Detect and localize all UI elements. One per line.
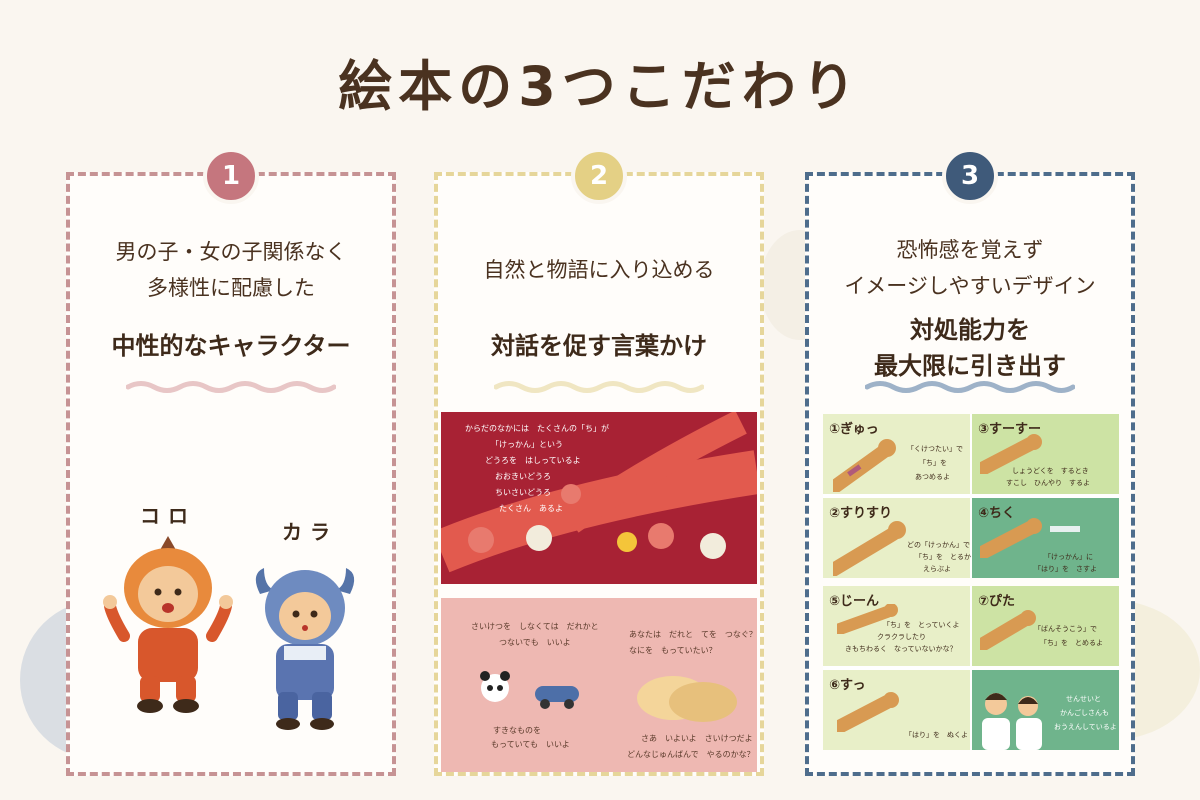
story-text-line: ちいさいどうろ (495, 488, 551, 497)
blood-vessel-icon (441, 412, 757, 573)
step-caption: 「くけつたい」で (907, 445, 963, 453)
step-label: ⑤じーん (829, 594, 880, 609)
story-text-line: 「けっかん」という (491, 440, 563, 449)
step-caption: 「はり」を さすよ (1034, 565, 1097, 573)
step-label: ④ちく (978, 506, 1016, 521)
step-caption: 「ばんそうこう」で (1034, 625, 1097, 633)
illustration-holding-hands: さいけつを しなくては だれかと つないでも いいよ あなたは だれと てを つ… (441, 598, 757, 772)
story-text-line: さいけつを しなくては だれかと (471, 622, 599, 631)
story-text-line: なにを もっていたい？ (629, 646, 717, 655)
card-subtitle: 恐怖感を覚えず イメージしやすいデザイン (809, 232, 1131, 304)
step-caption: せんせいと (1066, 695, 1101, 703)
syringe-icon (980, 518, 1080, 558)
wavy-divider (494, 381, 704, 393)
card-subtitle: 自然と物語に入り込める (438, 252, 760, 288)
step-caption: かんごしさんも (1060, 709, 1109, 717)
step-tile: ①ぎゅっ 「くけつたい」で 「ち」を あつめるよ (823, 414, 970, 494)
step-caption: きもちわるく なっていないかな？ (845, 645, 957, 653)
story-text-line: どうろを はしっているよ (485, 456, 581, 465)
page-title: 絵本の3つこだわり (338, 55, 862, 118)
arm-icon (833, 521, 906, 576)
step-tile: ⑤じーん 「ち」を とっていくよ クラクラしたり きもちわるく なっていないかな… (823, 586, 970, 666)
illustration-blood-vessels: からだのなかには たくさんの「ち」が 「けっかん」という どうろを はしっている… (441, 412, 757, 584)
arm-icon (980, 610, 1036, 650)
step-panel-bottom: ⑤じーん 「ち」を とっていくよ クラクラしたり きもちわるく なっていないかな… (823, 586, 1119, 750)
number-badge: 3 (942, 148, 998, 204)
character-name-koro: コロ (140, 504, 196, 528)
step-caption: すこし ひんやり するよ (1006, 479, 1090, 487)
headline-line: 最大限に引き出す (874, 352, 1066, 380)
step-caption: 「ち」を (919, 459, 947, 467)
subtitle-line: 恐怖感を覚えず (896, 238, 1044, 262)
story-text-line: さあ いよいよ さいけつだよ (641, 734, 753, 743)
arm-icon (837, 604, 898, 634)
story-text-line: からだのなかには たくさんの「ち」が (465, 424, 609, 433)
panda-and-toy-car-icon (480, 671, 579, 709)
card-headline: 中性的なキャラクター (111, 332, 351, 360)
step-caption: クラクラしたり (877, 633, 926, 641)
step-caption: 「ち」を とっていくよ (883, 621, 960, 629)
story-text-line: たくさん あるよ (499, 504, 563, 513)
step-label: ①ぎゅっ (829, 422, 879, 437)
step-tile: ③すーすー しょうどくを するとき すこし ひんやり するよ (972, 414, 1119, 494)
step-caption: おうえんしているよ (1054, 723, 1117, 731)
orange-child-character-icon (103, 536, 233, 713)
step-label: ②すりすり (829, 506, 893, 521)
story-text-line: つないでも いいよ (499, 638, 571, 647)
arm-icon (980, 434, 1042, 474)
step-caption: 「ち」を とるか (915, 553, 971, 561)
subtitle-line: 男の子・女の子関係なく (115, 240, 347, 264)
story-text-line: おおきいどうろ (495, 472, 551, 481)
step-tile: ④ちく 「けっかん」に 「はり」を さすよ (972, 498, 1119, 578)
step-label: ⑦ぴた (978, 594, 1016, 609)
wavy-divider (865, 381, 1075, 393)
step-label: ⑥すっ (829, 678, 866, 693)
number-badge: 2 (571, 148, 627, 204)
step-caption: えらぶよ (923, 565, 951, 573)
headline-line: 対処能力を (910, 316, 1030, 344)
step-caption: どの「けっかん」で (907, 541, 970, 549)
feature-card-2: 2 自然と物語に入り込める 対話を促す言葉かけ からだのなかには たくさんの「ち… (434, 148, 764, 776)
step-panel-top: ①ぎゅっ 「くけつたい」で 「ち」を あつめるよ ③すーすー しょうどくを する… (823, 414, 1119, 578)
blue-child-character-icon (255, 568, 355, 730)
doctor-and-nurse-icon (982, 693, 1042, 750)
arm-icon (833, 439, 896, 492)
feature-card-1: 1 男の子・女の子関係なく 多様性に配慮した 中性的なキャラクター コロ カラ (66, 148, 396, 776)
step-caption: 「はり」を ぬくよ (905, 731, 968, 739)
arm-icon (837, 692, 899, 732)
character-name-kara: カラ (282, 520, 338, 544)
card-headline: 対処能力を 最大限に引き出す (809, 312, 1131, 384)
number-badge: 1 (203, 148, 259, 204)
step-tile: ⑦ぴた 「ばんそうこう」で 「ち」を とめるよ (972, 586, 1119, 666)
feature-card-3: 3 恐怖感を覚えず イメージしやすいデザイン 対処能力を 最大限に引き出す ①ぎ… (805, 148, 1135, 776)
wavy-divider (126, 381, 336, 393)
card-subtitle: 男の子・女の子関係なく 多様性に配慮した (70, 234, 392, 306)
step-tile: ⑥すっ 「はり」を ぬくよ (823, 670, 970, 750)
story-text-line: もっていても いいよ (491, 740, 570, 749)
story-text-line: あなたは だれと てを つなぐ？ (629, 630, 757, 639)
subtitle-line: 自然と物語に入り込める (483, 258, 715, 282)
step-caption: あつめるよ (915, 473, 950, 481)
step-tile: せんせいと かんごしさんも おうえんしているよ (972, 670, 1119, 750)
subtitle-line: イメージしやすいデザイン (844, 274, 1096, 298)
step-label: ③すーすー (978, 422, 1042, 437)
story-text-line: すきなものを (493, 726, 541, 735)
subtitle-line: 多様性に配慮した (147, 276, 315, 300)
card-headline: 対話を促す言葉かけ (491, 332, 707, 360)
holding-hands-icon (637, 676, 737, 722)
story-text-line: どんなじゅんばんで やるのかな？ (627, 750, 755, 759)
step-caption: しょうどくを するとき (1012, 467, 1089, 475)
step-tile: ②すりすり どの「けっかん」で 「ち」を とるか えらぶよ (823, 498, 971, 578)
step-caption: 「けっかん」に (1044, 553, 1093, 561)
step-caption: 「ち」を とめるよ (1040, 639, 1103, 647)
